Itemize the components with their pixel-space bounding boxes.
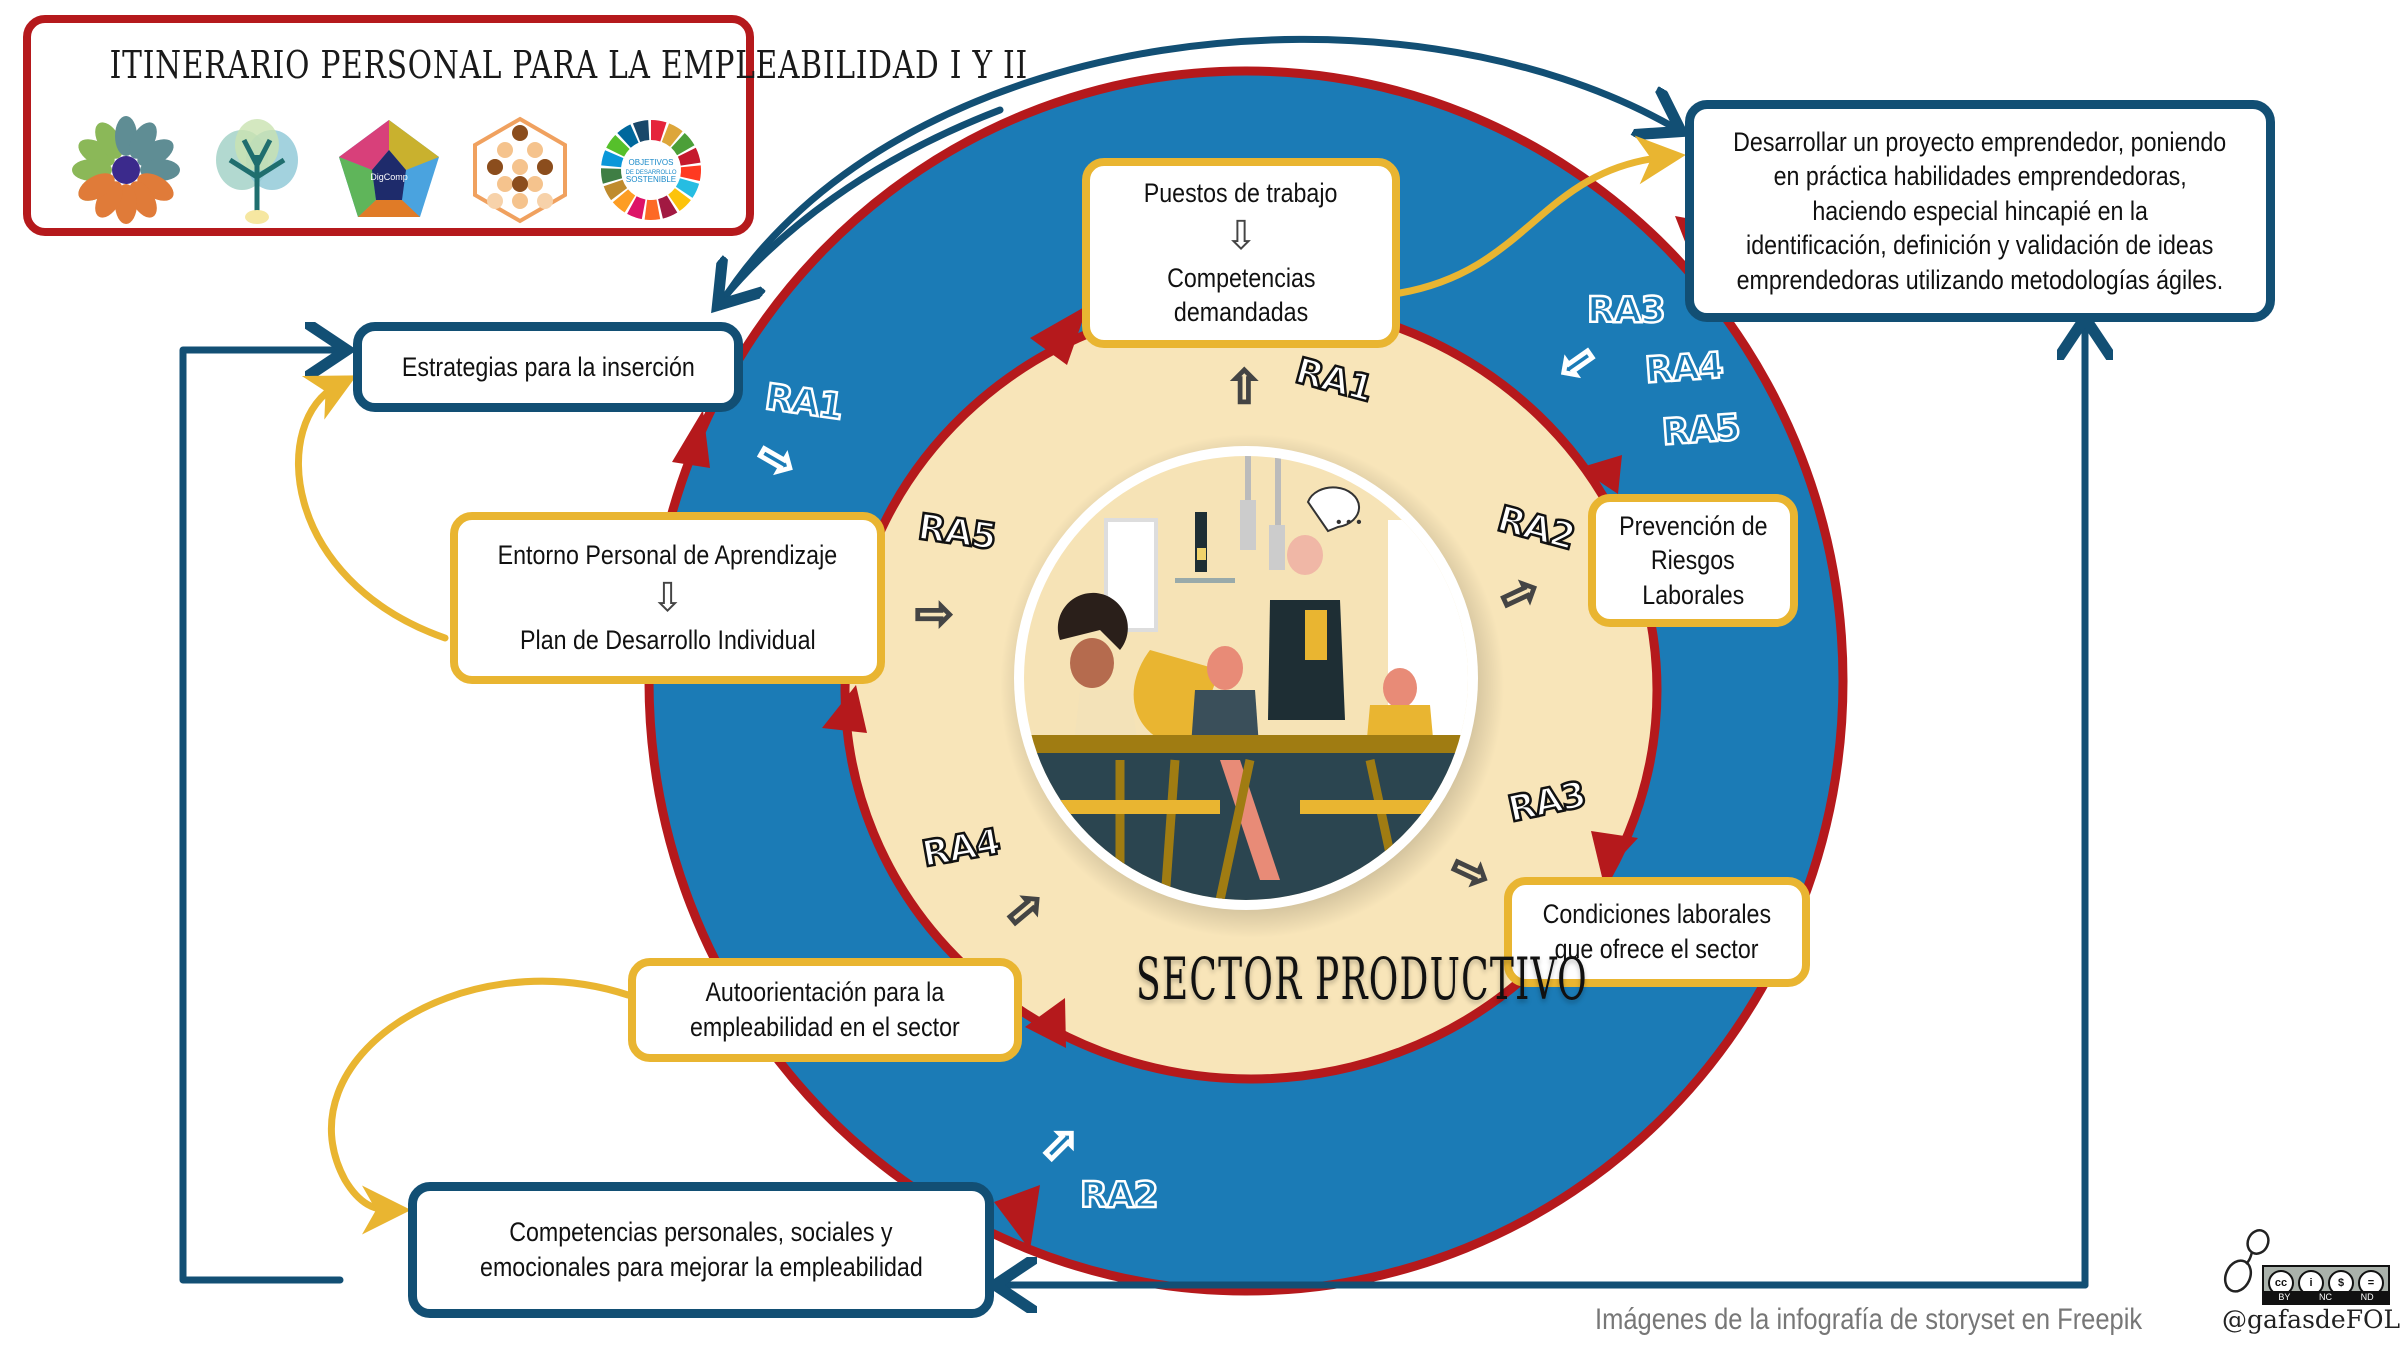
box-proyecto-emprendedor[interactable]: Desarrollar un proyecto emprendedor, pon… [1685, 100, 2275, 322]
ra-label-outer-ra3: RA3 [1586, 289, 1667, 333]
red-arrowhead [1591, 831, 1638, 877]
box-text-line: Prevención de [1618, 510, 1768, 541]
sdg-segment [675, 178, 700, 198]
box-text-bottom: Plan de Desarrollo Individual [519, 625, 816, 655]
license-badge[interactable]: cc i $ = BY NC ND [2262, 1265, 2390, 1305]
red-arrowhead [1030, 305, 1088, 365]
sdg-segment [658, 195, 678, 219]
digcomp-label: DigComp [370, 172, 408, 182]
tree-icon [202, 115, 312, 225]
sdg-segment [600, 168, 623, 184]
sdg-segment [603, 179, 628, 201]
sector-productivo-title: SECTOR PRODUCTIVO [1136, 945, 1588, 1013]
page-title: ITINERARIO PERSONAL PARA LA EMPLEABILIDA… [109, 43, 1028, 87]
box-prevencion-riesgos[interactable]: Prevención de Riesgos Laborales [1588, 494, 1798, 627]
arrow-right-icon: ⇨ [914, 587, 955, 639]
ra-label-outer-ra5: RA5 [1659, 406, 1742, 455]
box-text-line: Desarrollar un proyecto emprendedor, pon… [1733, 126, 2227, 157]
digcomp-pentagon-icon: DigComp [334, 115, 444, 225]
gold-curve-entorno-estrategias [295, 375, 449, 642]
connector-top-arc [716, 35, 1675, 309]
box-text: Estrategias para la inserción [401, 351, 695, 382]
red-arrowhead [822, 685, 867, 733]
svg-text:• • •: • • • [1336, 514, 1362, 531]
box-text-line: demandadas [1173, 297, 1309, 328]
box-text-top: Entorno Personal de Aprendizaje [497, 540, 838, 571]
down-arrow-icon: ⇩ [650, 576, 685, 620]
restaurant-illustration: • • • [1024, 456, 1468, 900]
gold-connectors [295, 135, 1686, 1235]
sdg-segment [677, 147, 701, 166]
sdg-segment [680, 165, 702, 181]
title-panel: ITINERARIO PERSONAL PARA LA EMPLEABILIDA… [23, 15, 1028, 236]
sdg-label-line-2: DE DESARROLLO [625, 170, 676, 176]
ra-label-outer-ra2: RA2 [1079, 1174, 1160, 1218]
competence-flower-icon [71, 115, 181, 225]
sdg-label-line-1: OBJETIVOS [629, 158, 674, 167]
image-credit: Imágenes de la infografía de storyset en… [1595, 1303, 2143, 1336]
connector-left-loop [179, 350, 340, 1284]
sdg-segment [651, 119, 667, 142]
box-puestos-de-trabajo[interactable]: Puestos de trabajo ⇩ Competencias demand… [1082, 158, 1400, 348]
box-text-line: Autoorientación para la [705, 977, 945, 1008]
sdg-segment [632, 120, 650, 142]
down-arrow-icon: ⇩ [1224, 213, 1258, 258]
author-handle: @gafasdeFOL [2222, 1305, 2400, 1334]
box-entorno-personal-aprendizaje[interactable]: Entorno Personal de Aprendizaje ⇩ Plan d… [450, 512, 885, 684]
license-label: ND [2360, 1292, 2374, 1302]
box-text-line: Riesgos [1651, 545, 1735, 576]
license-label: BY [2278, 1292, 2291, 1302]
box-condiciones-laborales[interactable]: Condiciones laborales que ofrece el sect… [1504, 877, 1810, 987]
box-text-line: que ofrece el sector [1555, 934, 1759, 964]
sdg-segment [671, 133, 695, 156]
sdg-segment [606, 135, 630, 157]
gold-curve-auto-competencias [328, 977, 632, 1235]
box-competencias-personales[interactable]: Competencias personales, sociales y emoc… [408, 1182, 994, 1318]
box-text-line: emprendedoras utilizando metodologías ág… [1736, 264, 2224, 295]
sdg-segment [627, 196, 646, 220]
box-text-top: Puestos de trabajo [1144, 178, 1338, 209]
sdg-label-line-3: SOSTENIBLE [626, 175, 676, 184]
entrecomp-hexagon-icon [465, 115, 575, 225]
sdg-segment [617, 124, 639, 148]
sdg-wheel-icon: OBJETIVOS DE DESARROLLO SOSTENIBLE [596, 115, 706, 225]
red-arrowhead [994, 1185, 1040, 1250]
box-text-line: Competencias personales, sociales y [509, 1217, 893, 1248]
box-text-line: emocionales para mejorar la empleabilida… [479, 1252, 923, 1282]
box-text-line: haciendo especial hincapié en la [1812, 195, 2148, 226]
sdg-segment [661, 123, 683, 147]
box-text-line: Competencias [1166, 262, 1316, 293]
red-arrowhead [1579, 455, 1622, 494]
framework-logos: DigComp OBJETIVOS DE DESARROLLO SOSTENIB… [61, 115, 716, 225]
box-estrategias-insercion[interactable]: Estrategias para la inserción [353, 322, 743, 412]
ra-label-outer-ra4: RA4 [1642, 344, 1725, 393]
red-arrowhead [672, 410, 710, 468]
box-autoorientacion[interactable]: Autoorientación para la empleabilidad en… [628, 958, 1022, 1062]
glasses-icon [2223, 1229, 2270, 1293]
box-text-line: Condiciones laborales [1542, 899, 1772, 930]
arrow-up-icon: ⇧ [1224, 361, 1265, 413]
sdg-segment [644, 199, 661, 220]
license-label: NC [2319, 1292, 2332, 1302]
gold-curve-puestos-proyecto [1396, 135, 1686, 297]
red-arrowhead [1025, 998, 1066, 1048]
sdg-segment [601, 150, 624, 168]
sdg-segment [612, 189, 636, 213]
box-text-line: empleabilidad en el sector [690, 1012, 960, 1042]
box-text-line: Laborales [1642, 579, 1744, 610]
navy-connectors [179, 35, 2085, 1285]
ring-arrowheads [672, 216, 1718, 1250]
box-text-line: identificación, definición y validación … [1746, 230, 2214, 261]
box-text-line: en práctica habilidades emprendedoras, [1773, 161, 2187, 192]
connector-top-arc-return [722, 106, 1004, 300]
sdg-segment [668, 188, 691, 211]
